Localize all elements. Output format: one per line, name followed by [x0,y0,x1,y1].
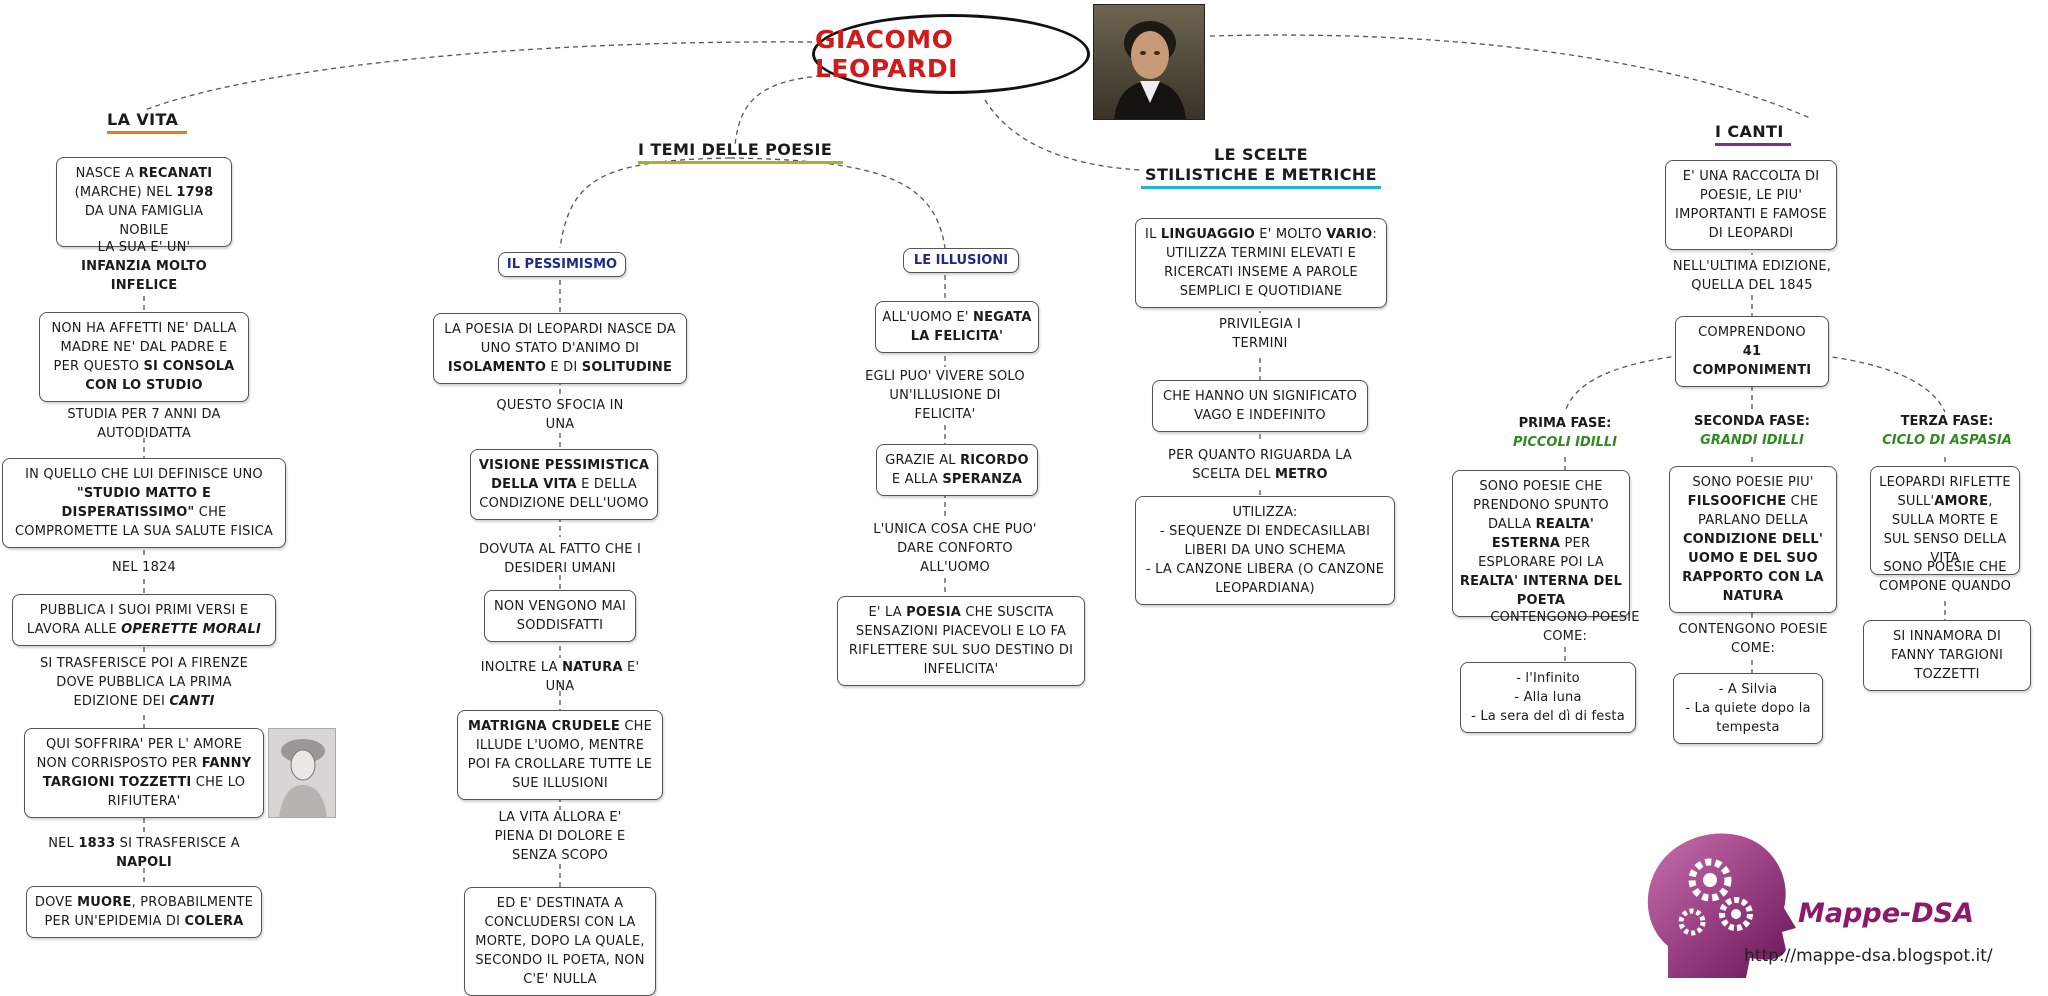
logo-name: Mappe-DSA [1798,898,1975,929]
fanny-portrait [268,728,336,818]
heading-underline [1715,143,1791,146]
subhead-illusioni: LE ILLUSIONI [903,248,1019,273]
title-oval: GIACOMO LEOPARDI [812,14,1090,94]
scelte-box-utilizza: UTILIZZA: - SEQUENZE DI ENDECASILLABI LI… [1135,496,1395,605]
pessimismo-box-desideri: NON VENGONO MAI SODDISFATTI [484,590,636,642]
vita-box-nascita: NASCE A RECANATI (MARCHE) NEL 1798 DA UN… [56,157,232,247]
gears-head-icon [1647,833,1796,978]
illusioni-box-felicita: ALL'UOMO E' NEGATA LA FELICITA' [875,301,1039,353]
vita-box-studio-matto: IN QUELLO CHE LUI DEFINISCE UNO "STUDIO … [2,458,286,548]
pessimismo-box-morte: ED E' DESTINATA A CONCLUDERSI CON LA MOR… [464,887,656,996]
scelte-label-metro: PER QUANTO RIGUARDA LA SCELTA DEL METRO [1168,448,1352,482]
logo-url[interactable]: http://mappe-dsa.blogspot.it/ [1744,946,1993,966]
scelte-label-privilegia: PRIVILEGIA I TERMINI [1218,317,1302,351]
canti-box-raccolta: E' UNA RACCOLTA DI POESIE, LE PIU' IMPOR… [1665,160,1837,250]
heading-temi-poesie: I TEMI DELLE POESIE [638,140,843,164]
canti-fase1-heading: PRIMA FASE:PICCOLI IDILLI [1512,416,1617,450]
vita-box-pubblica: PUBBLICA I SUOI PRIMI VERSI E LAVORA ALL… [12,594,276,646]
illusioni-label-conforto: L'UNICA COSA CHE PUO' DARE CONFORTO ALL'… [873,522,1037,575]
vita-label-1824: NEL 1824 [112,560,176,575]
canti-fase1-label: CONTENGONO POESIE COME: [1490,610,1640,644]
heading-underline [1141,186,1381,189]
canti-fase1-poesie: - l'Infinito- Alla luna- La sera del dì … [1460,662,1636,733]
vita-box-studio: NON HA AFFETTI NE' DALLA MADRE NE' DAL P… [39,312,249,402]
subhead-pessimismo: IL PESSIMISMO [498,252,626,277]
heading-underline [107,131,187,134]
mappe-dsa-logo[interactable]: Mappe-DSA http://mappe-dsa.blogspot.it/ [1640,818,2040,988]
canti-fase2-label: CONTENGONO POESIE COME: [1678,622,1828,656]
pessimismo-box-isolamento: LA POESIA DI LEOPARDI NASCE DA UNO STATO… [433,313,687,384]
canti-fase3-box-fanny: SI INNAMORA DI FANNY TARGIONI TOZZETTI [1863,620,2031,691]
pessimismo-box-matrigna: MATRIGNA CRUDELE CHE ILLUDE L'UOMO, MENT… [457,710,663,800]
scelte-box-linguaggio: IL LINGUAGGIO E' MOLTO VARIO: UTILIZZA T… [1135,218,1387,308]
canti-fase1-box: SONO POESIE CHE PRENDONO SPUNTO DALLA RE… [1452,470,1630,617]
woman-portrait-icon [279,739,327,817]
canti-fase2-box: SONO POESIE PIU' FILSOOFICHE CHE PARLANO… [1669,466,1837,613]
pessimismo-label-dolore: LA VITA ALLORA E' PIENA DI DOLORE E SENZ… [494,810,626,863]
vita-label-napoli: NEL 1833 SI TRASFERISCE A NAPOLI [48,836,240,870]
heading-i-canti: I CANTI [1715,122,1791,146]
canti-fase2-heading: SECONDA FASE:GRANDI IDILLI [1694,414,1810,448]
canti-fase3-box: LEOPARDI RIFLETTE SULL'AMORE, SULLA MORT… [1870,466,2020,575]
illusioni-label-illusione: EGLI PUO' VIVERE SOLO UN'ILLUSIONE DI FE… [865,369,1025,422]
canti-label-edizione: NELL'ULTIMA EDIZIONE, QUELLA DEL 1845 [1672,259,1832,293]
canti-fase3-heading: TERZA FASE:CICLO DI ASPASIA [1882,414,2012,448]
pessimismo-box-visione: VISIONE PESSIMISTICA DELLA VITA E DELLA … [470,449,658,520]
canti-fase2-poesie: - A Silvia- La quiete dopo la tempesta [1673,673,1823,744]
man-portrait-icon [1114,21,1186,119]
heading-underline [638,161,843,164]
illusioni-box-poesia: E' LA POESIA CHE SUSCITA SENSAZIONI PIAC… [837,596,1085,686]
page-title: GIACOMO LEOPARDI [815,25,958,83]
heading-la-vita: LA VITA [107,110,187,134]
scelte-box-vago: CHE HANNO UN SIGNIFICATO VAGO E INDEFINI… [1152,380,1368,432]
vita-label-infanzia: LA SUA E' UN'INFANZIA MOLTO INFELICE [81,240,207,293]
leopardi-portrait [1093,4,1205,120]
vita-label-autodidatta: STUDIA PER 7 ANNI DA AUTODIDATTA [67,407,221,441]
illusioni-box-ricordo: GRAZIE AL RICORDO E ALLA SPERANZA [876,444,1038,496]
canti-fase3-label: SONO POESIE CHE COMPONE QUANDO [1878,560,2012,594]
vita-label-firenze: SI TRASFERISCE POI A FIRENZE DOVE PUBBLI… [39,656,249,709]
vita-box-fanny: QUI SOFFRIRA' PER L' AMORE NON CORRISPOS… [24,728,264,818]
pessimismo-label-natura: INOLTRE LA NATURA E' UNA [480,660,640,694]
pessimismo-label-sfocia: QUESTO SFOCIA IN UNA [496,398,624,432]
pessimismo-label-dovuta: DOVUTA AL FATTO CHE I DESIDERI UMANI [478,542,642,576]
vita-box-morte: DOVE MUORE, PROBABILMENTE PER UN'EPIDEMI… [26,886,262,938]
